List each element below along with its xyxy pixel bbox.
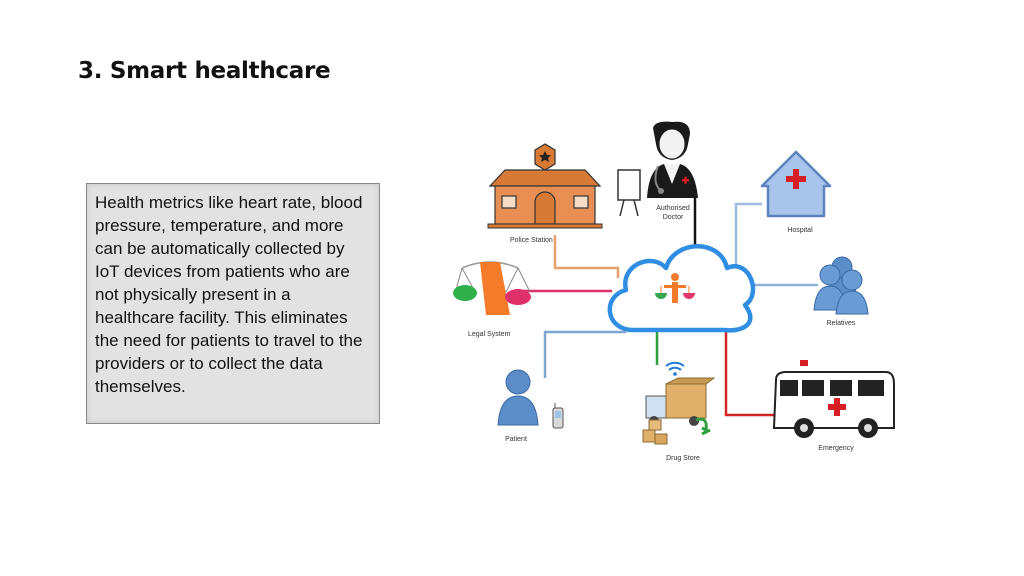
police-connector [553,235,620,278]
drug-store-label: Drug Store [666,455,700,462]
legal-system-icon [453,261,531,315]
iot-healthcare-diagram: Police Station Authorised Doctor Hospita… [453,121,895,462]
description-box: Health metrics like heart rate, blood pr… [86,183,380,424]
drug-store-icon [642,377,716,445]
legal-system-label: Legal System [468,331,511,338]
cloud-icon [607,244,756,333]
ambulance-icon [772,360,895,438]
hospital-label: Hospital [787,227,813,234]
doctor-label-line1: Authorised [656,205,690,212]
hospital-icon [760,150,832,218]
police-station-icon [487,143,603,229]
doctor-label-line2: Doctor [663,214,684,221]
phone-icon [552,403,564,429]
patient-label: Patient [505,436,527,443]
police-station-label: Police Station [510,237,553,244]
wifi-icon [665,361,685,376]
doctor-icon [617,121,698,217]
patient-icon [497,369,539,426]
relatives-icon [813,256,869,315]
hospital-connector [734,202,762,265]
slide-title: 3. Smart healthcare [78,58,331,84]
relatives-label: Relatives [827,320,856,327]
emergency-connector [724,322,775,417]
emergency-label: Emergency [818,445,854,452]
patient-connector [543,322,627,378]
